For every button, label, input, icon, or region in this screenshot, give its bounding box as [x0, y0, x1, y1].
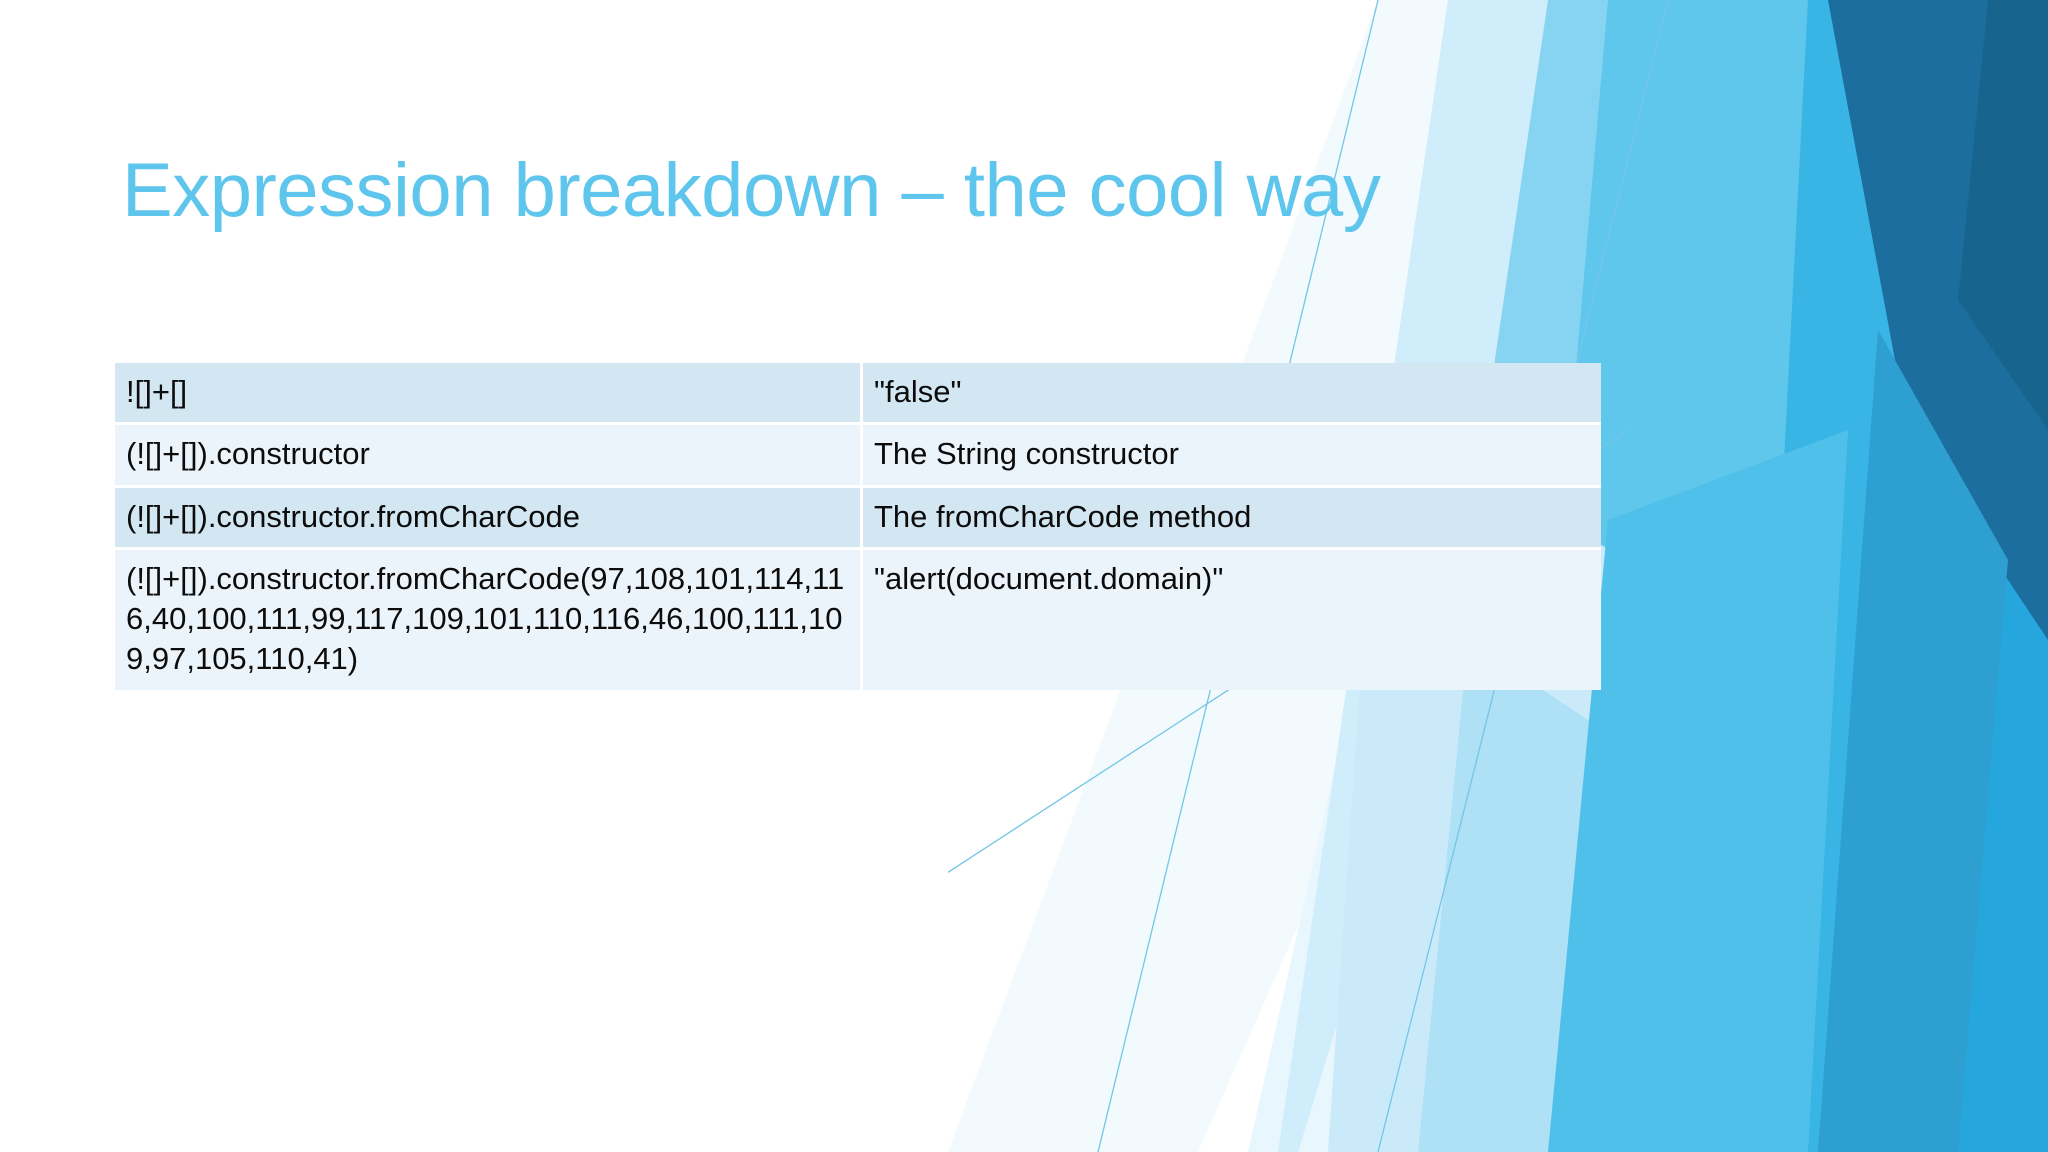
expression-text: (![]+[]).constructor	[126, 436, 370, 472]
table-row: (![]+[]).constructor.fromCharCode(97,108…	[115, 549, 1601, 690]
divider-left	[115, 422, 860, 426]
table-cell-meaning: The String constructor	[860, 425, 1601, 485]
deco-shape-mid-1	[1748, 0, 2048, 1152]
meaning-text: "false"	[874, 374, 962, 409]
table-cell-expression: (![]+[]).constructor.fromCharCode	[115, 487, 860, 547]
expression-text: ![]+[]	[126, 374, 188, 409]
table-row-divider	[115, 546, 1601, 550]
deco-shape-navy-1	[1828, 0, 2048, 640]
slide-title: Expression breakdown – the cool way	[122, 147, 1381, 233]
table-row: (![]+[]).constructor.fromCharCode The fr…	[115, 487, 1601, 547]
meaning-text: The String constructor	[874, 436, 1179, 472]
table-row-divider	[115, 484, 1601, 488]
table-cell-expression: ![]+[]	[115, 363, 860, 423]
deco-shape-navy-2	[1958, 0, 2048, 430]
table-cell-expression: (![]+[]).constructor.fromCharCode(97,108…	[115, 549, 860, 690]
meaning-text: "alert(document.domain)"	[874, 560, 1224, 596]
deco-shape-deep-1	[1818, 330, 2008, 1152]
table-cell-meaning: "alert(document.domain)"	[860, 549, 1601, 690]
table-cell-expression: (![]+[]).constructor	[115, 425, 860, 485]
divider-right	[860, 422, 1601, 426]
table-row-divider	[115, 422, 1601, 426]
meaning-text: The fromCharCode method	[874, 498, 1252, 534]
expression-text: (![]+[]).constructor.fromCharCode(97,108…	[126, 560, 845, 677]
expression-text: (![]+[]).constructor.fromCharCode	[126, 498, 580, 534]
divider-right	[860, 484, 1601, 488]
table-row: ![]+[] "false"	[115, 363, 1601, 423]
divider-left	[115, 546, 860, 550]
divider-right	[860, 546, 1601, 550]
deco-shape-bright-1	[1878, 0, 2048, 1152]
table-row: (![]+[]).constructor The String construc…	[115, 425, 1601, 485]
table-cell-meaning: "false"	[860, 363, 1601, 423]
divider-left	[115, 484, 860, 488]
expression-breakdown-table: ![]+[] "false" (![]+[]).constructor The	[115, 363, 1601, 690]
deco-shape-light-3	[1418, 640, 1708, 1152]
table-cell-meaning: The fromCharCode method	[860, 487, 1601, 547]
